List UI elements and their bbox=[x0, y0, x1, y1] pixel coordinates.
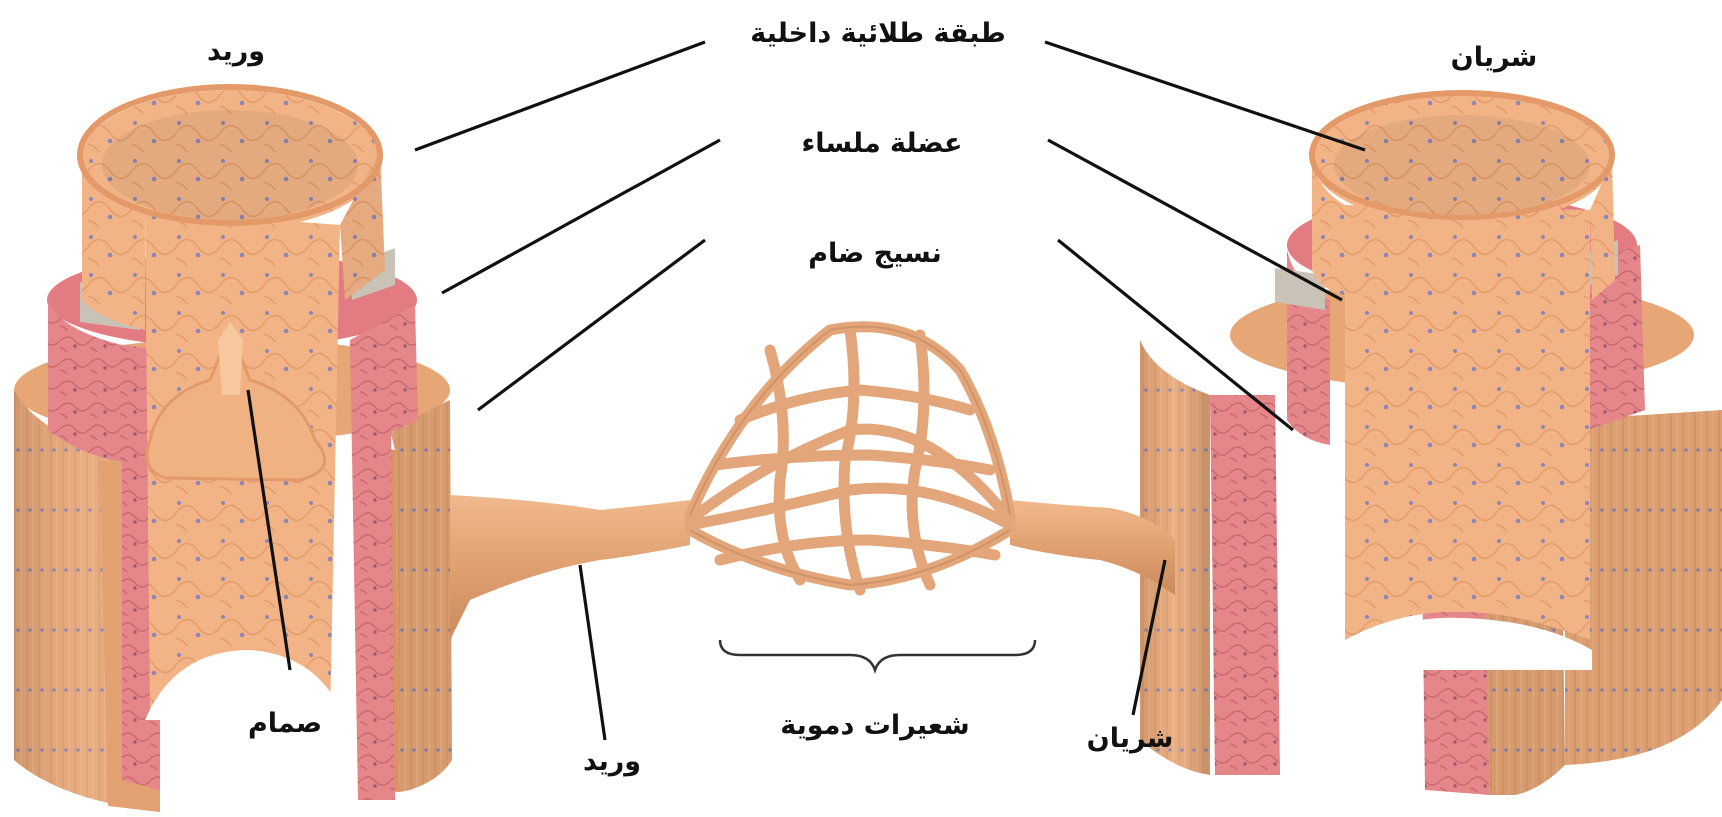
endothelium-label: طبقة طلائية داخلية bbox=[750, 20, 1006, 47]
smooth-muscle-label: عضلة ملساء bbox=[802, 130, 963, 157]
capillary-bed bbox=[450, 327, 1175, 640]
artery-cross-section bbox=[1140, 93, 1722, 795]
artery-bottom-label: شريان bbox=[1087, 725, 1174, 752]
valve-label: صمام bbox=[248, 710, 322, 737]
vein-cross-section bbox=[14, 87, 452, 812]
connective-tissue-label: نسيج ضام bbox=[808, 240, 942, 267]
artery-title: شريان bbox=[1451, 44, 1538, 71]
capillaries-brace bbox=[720, 640, 1035, 670]
capillaries-label: شعيرات دموية bbox=[780, 712, 969, 739]
vein-title: وريد bbox=[207, 38, 265, 65]
vein-bottom-label: وريد bbox=[583, 748, 641, 775]
